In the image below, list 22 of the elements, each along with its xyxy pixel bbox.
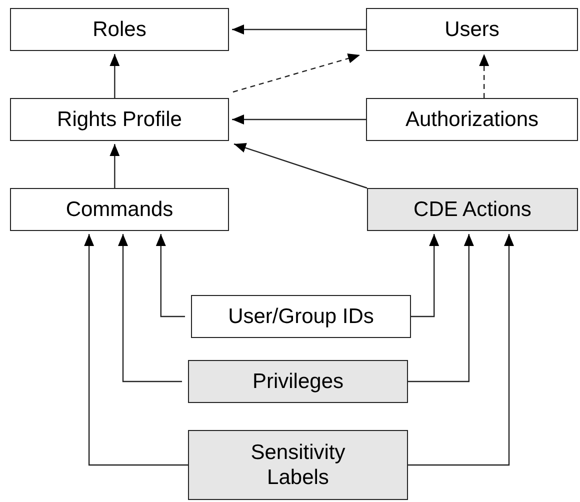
arrow bbox=[232, 54, 360, 93]
process-box: CDE Actions bbox=[367, 188, 578, 231]
process-box: Roles bbox=[10, 8, 229, 51]
arrow bbox=[232, 114, 366, 124]
arrow bbox=[479, 54, 490, 98]
arrow bbox=[84, 234, 188, 466]
process-box: Users bbox=[366, 8, 578, 51]
arrow bbox=[156, 234, 185, 318]
arrow bbox=[408, 234, 474, 382]
process-box: User/Group IDs bbox=[191, 295, 411, 338]
process-box: Rights Profile bbox=[10, 98, 229, 141]
arrow bbox=[110, 54, 120, 98]
arrow bbox=[232, 24, 366, 34]
process-box: Privileges bbox=[188, 360, 408, 403]
arrow bbox=[110, 144, 120, 188]
process-box: Commands bbox=[10, 188, 229, 231]
arrow bbox=[411, 234, 440, 318]
arrow bbox=[234, 143, 368, 189]
arrow bbox=[408, 234, 514, 466]
process-box: Sensitivity Labels bbox=[188, 430, 408, 500]
arrow bbox=[118, 234, 182, 382]
process-box: Authorizations bbox=[366, 98, 578, 141]
